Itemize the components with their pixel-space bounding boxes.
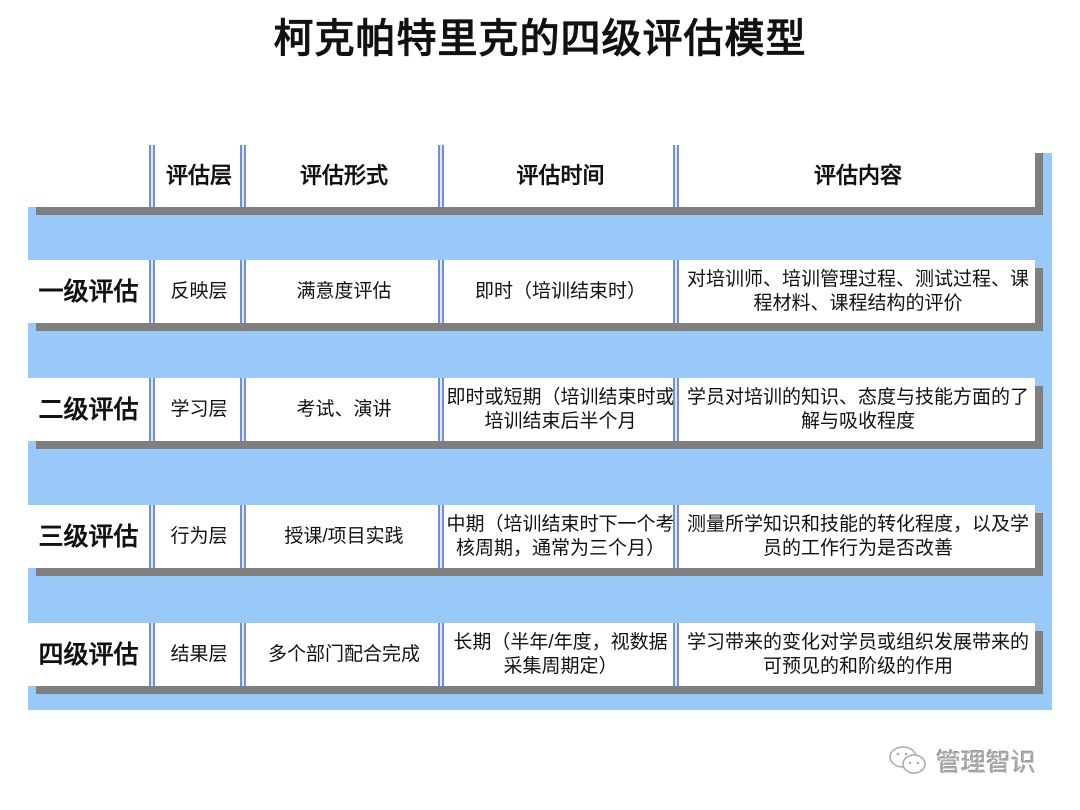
column-separator <box>240 145 246 207</box>
page-title: 柯克帕特里克的四级评估模型 <box>273 17 807 61</box>
time-cell: 即时或短期（培训结束时或培训结束后半个月 <box>446 386 675 432</box>
watermark-text: 管理智识 <box>936 749 1037 777</box>
header-content: 评估内容 <box>813 163 902 188</box>
table-row: 二级评估 学习层 考试、演讲 即时或短期（培训结束时或培训结束后半个月学员对培训的知识… <box>28 378 1035 441</box>
form-cell: 多个部门配合完成 <box>267 643 420 665</box>
column-separator <box>149 623 155 686</box>
layer-cell: 学习层 <box>170 398 228 420</box>
column-separator <box>240 260 246 323</box>
content-cell: 测量所学知识和技能的转化程度，以及学员的工作行为是否改善 <box>686 513 1029 559</box>
layer-cell: 反映层 <box>170 280 228 302</box>
content-cell: 对培训师、培训管理过程、测试过程、课程材料、课程结构的评价 <box>686 268 1029 314</box>
time-cell: 中期（培训结束时下一个考核周期，通常为三个月） <box>446 513 675 559</box>
column-separator <box>240 378 246 441</box>
background-band-header <box>1035 153 1052 213</box>
header-form: 评估形式 <box>299 163 388 188</box>
form-cell: 考试、演讲 <box>296 398 392 420</box>
time-cell: 长期（半年/年度，视数据采集周期定） <box>453 631 668 677</box>
layer-cell: 行为层 <box>170 525 228 547</box>
column-separator <box>149 505 155 568</box>
column-separator <box>438 623 444 686</box>
column-separator <box>240 505 246 568</box>
column-separator <box>438 145 444 207</box>
column-separator <box>438 260 444 323</box>
column-separator <box>673 378 679 441</box>
table-row: 三级评估 行为层 授课/项目实践 中期（培训结束时下一个考核周期，通常为三个月）测量所… <box>28 505 1035 568</box>
header-time: 评估时间 <box>516 163 605 188</box>
time-cell: 即时（培训结束时） <box>474 280 646 302</box>
column-separator <box>149 378 155 441</box>
watermark: 管理智识 <box>888 743 1036 779</box>
column-separator <box>673 145 679 207</box>
header-layer: 评估层 <box>165 163 232 188</box>
form-cell: 授课/项目实践 <box>284 525 404 547</box>
column-separator <box>673 505 679 568</box>
column-separator <box>438 505 444 568</box>
level-cell: 二级评估 <box>38 395 139 424</box>
table-row: 一级评估 反映层 满意度评估 即时（培训结束时） 对培训师、培训管理过程、测试过程、课程… <box>28 260 1035 323</box>
column-separator <box>673 623 679 686</box>
column-separator <box>673 260 679 323</box>
content-cell: 学员对培训的知识、态度与技能方面的了解与吸收程度 <box>686 386 1029 432</box>
header-row: 评估层 评估形式 评估时间 评估内容 <box>28 145 1035 207</box>
table-row: 四级评估 结果层 多个部门配合完成 长期（半年/年度，视数据采集周期定） 学习带来的变化… <box>28 623 1035 686</box>
column-separator <box>149 260 155 323</box>
column-separator <box>149 145 155 207</box>
wechat-icon <box>889 746 926 774</box>
content-cell: 学习带来的变化对学员或组织发展带来的可预见的和阶级的作用 <box>686 631 1029 677</box>
layer-cell: 结果层 <box>170 643 228 665</box>
form-cell: 满意度评估 <box>296 280 392 302</box>
column-separator <box>240 623 246 686</box>
level-cell: 三级评估 <box>38 522 139 551</box>
column-separator <box>438 378 444 441</box>
level-cell: 四级评估 <box>38 640 139 669</box>
level-cell: 一级评估 <box>38 277 139 306</box>
